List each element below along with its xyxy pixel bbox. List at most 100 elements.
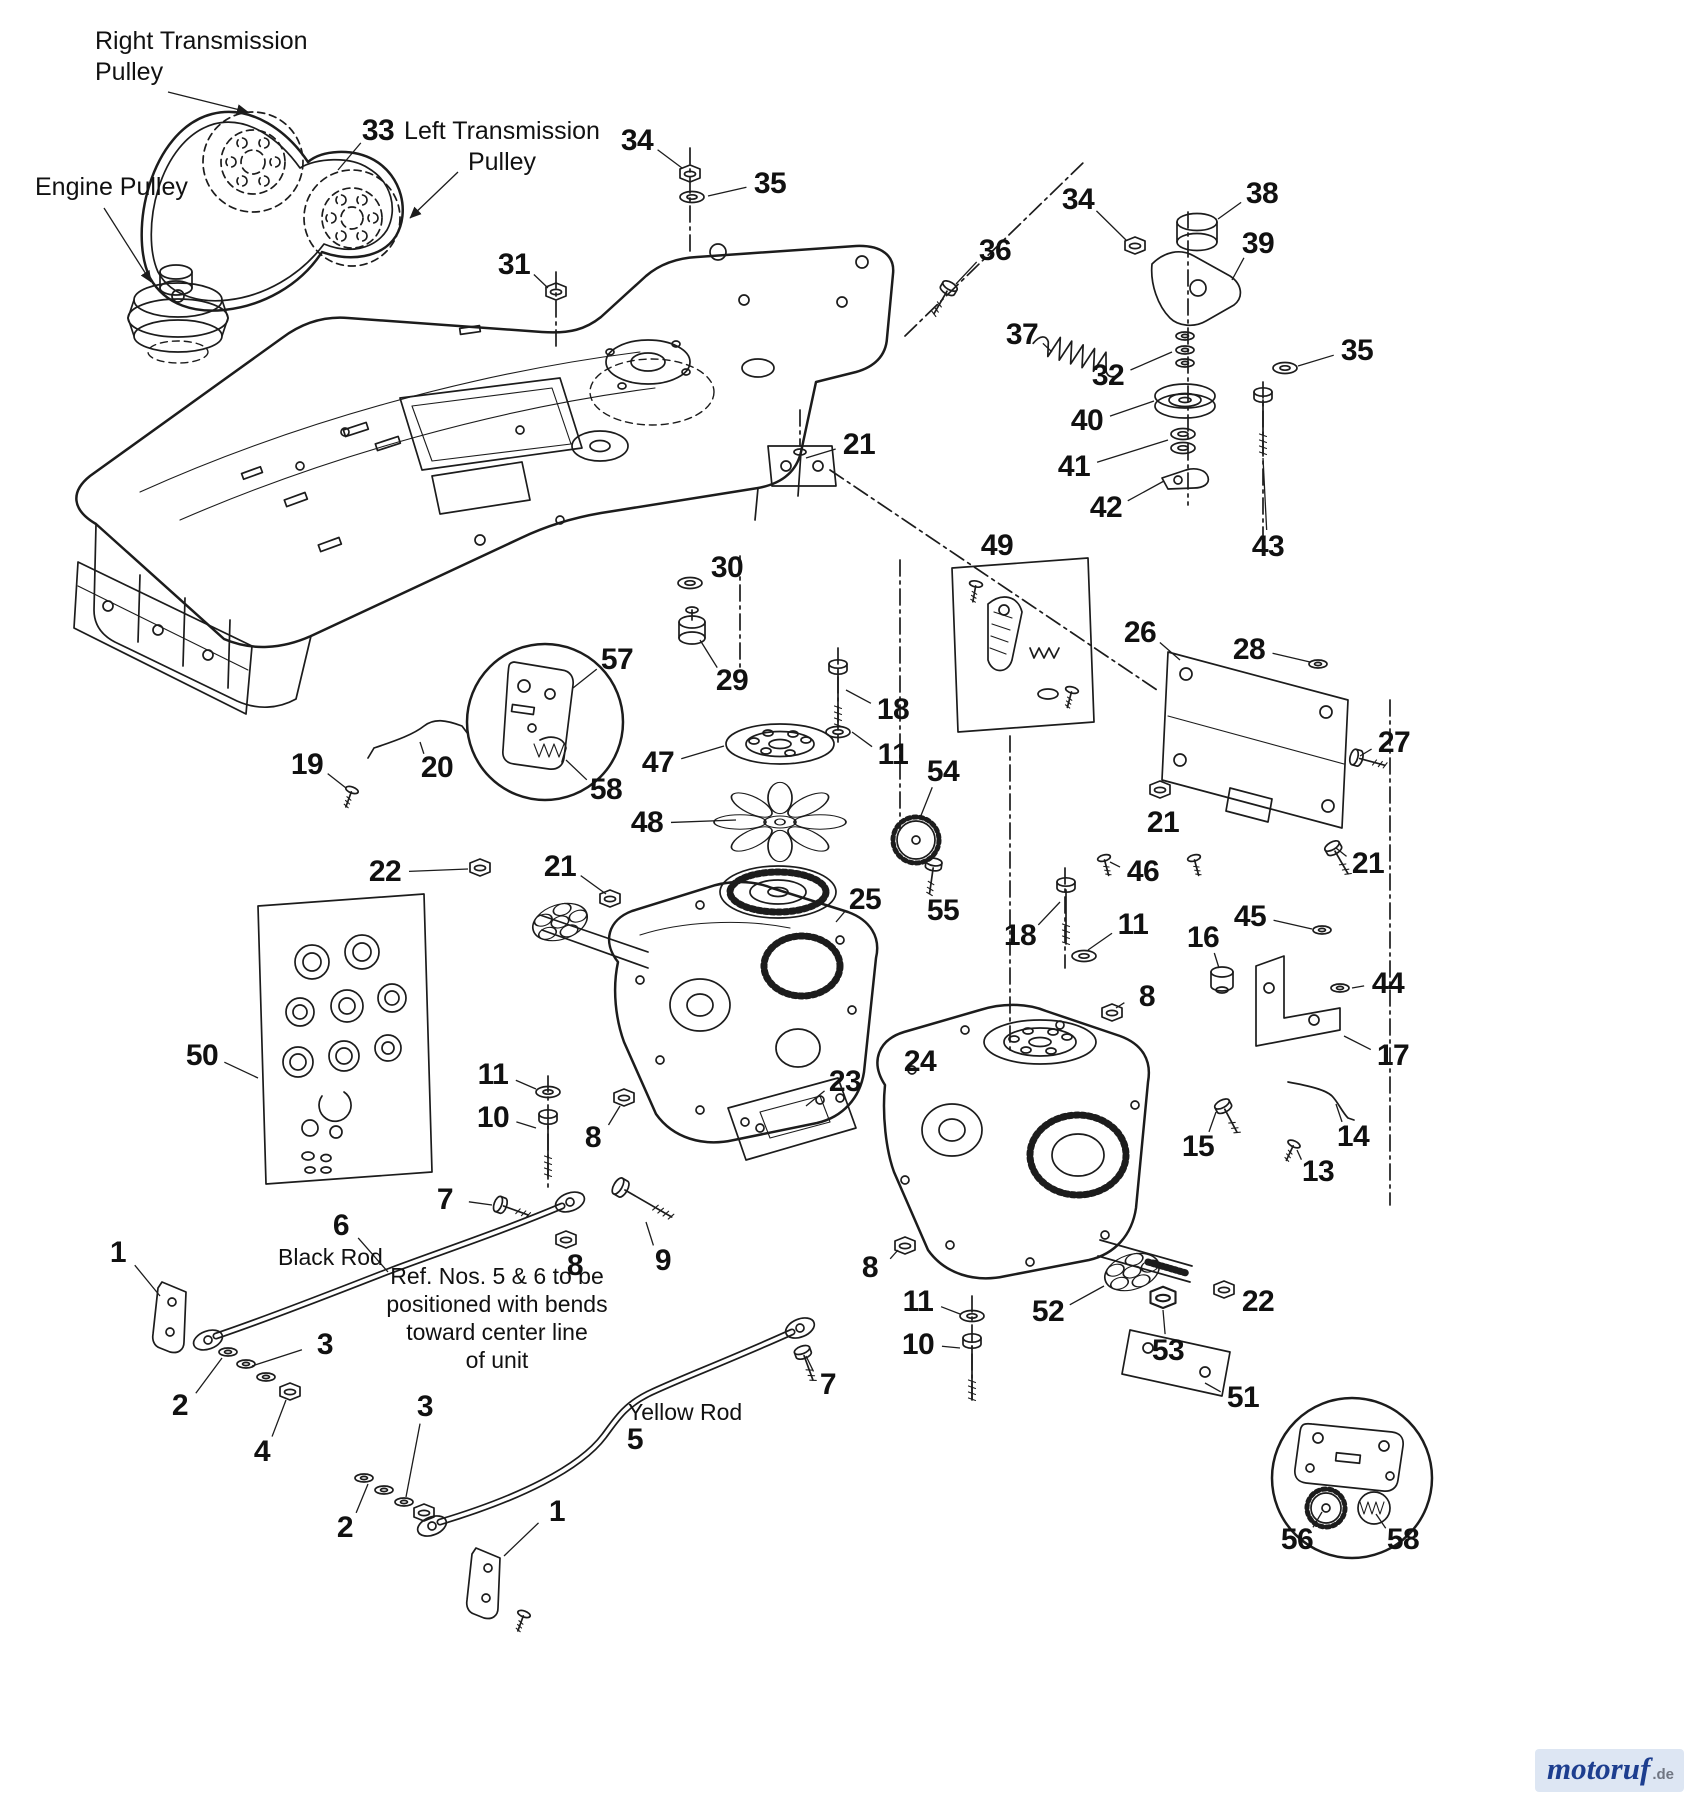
- part-callout-13: 13: [1301, 1155, 1335, 1188]
- control-rods: [151, 1175, 822, 1634]
- part-callout-11: 11: [477, 1058, 509, 1091]
- part-callout-45: 45: [1233, 900, 1267, 933]
- part-callout-26: 26: [1123, 616, 1157, 649]
- bracket-1-bottom: [465, 1547, 501, 1620]
- part-callout-21: 21: [842, 428, 876, 461]
- part-callout-21: 21: [1146, 806, 1180, 839]
- part-callout-57: 57: [600, 643, 634, 676]
- part-callout-8: 8: [1138, 980, 1156, 1013]
- part-callout-10: 10: [476, 1101, 510, 1134]
- part-callout-8: 8: [566, 1249, 584, 1282]
- right-transmission-pulley-label: Right Transmission Pulley: [95, 27, 308, 86]
- part-callout-56: 56: [1280, 1523, 1314, 1556]
- part-callout-3: 3: [416, 1390, 434, 1423]
- part-callout-10: 10: [901, 1328, 935, 1361]
- part-callout-47: 47: [641, 746, 675, 779]
- part-callout-53: 53: [1151, 1334, 1185, 1367]
- mounting-bracket-26: [1149, 651, 1390, 880]
- part-callout-16: 16: [1186, 921, 1220, 954]
- part-callout-4: 4: [253, 1435, 271, 1468]
- part-callout-24: 24: [903, 1045, 937, 1078]
- part-callout-35: 35: [1340, 334, 1374, 367]
- part-callout-9: 9: [654, 1244, 672, 1277]
- bracket-23: [727, 1077, 857, 1161]
- part-callout-14: 14: [1336, 1120, 1370, 1153]
- part-callout-38: 38: [1245, 177, 1279, 210]
- hardware: [338, 576, 1206, 1402]
- seal-kit-50: [257, 893, 433, 1185]
- part-callout-2: 2: [171, 1389, 189, 1422]
- plug-16: [1210, 966, 1234, 994]
- part-callout-34: 34: [1061, 183, 1095, 216]
- part-callout-20: 20: [420, 751, 454, 784]
- part-callout-58: 58: [589, 773, 623, 806]
- right-transmission-pulley-drawing: [202, 111, 304, 213]
- positioning-note: Ref. Nos. 5 & 6 to be positioned with be…: [386, 1263, 608, 1374]
- part-callout-30: 30: [710, 551, 744, 584]
- part-callout-37: 37: [1005, 318, 1039, 351]
- engine-pulley-drawing: [127, 264, 229, 364]
- engine-pulley-label: Engine Pulley: [35, 173, 188, 201]
- detail-circle-56-58: [1270, 1396, 1434, 1560]
- part-callout-7: 7: [819, 1368, 837, 1401]
- part-callout-51: 51: [1226, 1381, 1260, 1414]
- part-callout-48: 48: [630, 806, 664, 839]
- part-callout-54: 54: [926, 755, 960, 788]
- part-callout-49: 49: [980, 529, 1014, 562]
- part-callout-23: 23: [828, 1065, 862, 1098]
- part-callout-40: 40: [1070, 404, 1104, 437]
- part-callout-28: 28: [1232, 633, 1266, 666]
- part-callout-21: 21: [543, 850, 577, 883]
- part-callout-11: 11: [877, 738, 909, 771]
- part-callout-21: 21: [1351, 847, 1385, 880]
- part-callout-7: 7: [436, 1183, 454, 1216]
- part-callout-46: 46: [1126, 855, 1160, 888]
- black-rod-label: Black Rod: [278, 1244, 383, 1270]
- bracket-1-left: [151, 1281, 187, 1354]
- spring-37: [1032, 336, 1121, 378]
- motoruf-logo-text: motoruf: [1546, 1751, 1651, 1786]
- part-callout-1: 1: [548, 1495, 566, 1528]
- part-callout-18: 18: [876, 693, 910, 726]
- part-callout-17: 17: [1376, 1039, 1410, 1072]
- part-callout-18: 18: [1003, 919, 1037, 952]
- part-callout-19: 19: [290, 748, 324, 781]
- left-transmission-pulley-drawing: [303, 169, 401, 267]
- part-callout-11: 11: [1117, 908, 1149, 941]
- part-callout-22: 22: [368, 855, 402, 888]
- part-callout-55: 55: [926, 894, 960, 927]
- part-callout-36: 36: [978, 234, 1012, 267]
- part-callout-27: 27: [1377, 726, 1411, 759]
- part-callout-34: 34: [620, 124, 654, 157]
- rod-14: [1287, 1081, 1355, 1121]
- part-callout-52: 52: [1031, 1295, 1065, 1328]
- motoruf-logo: motoruf.de: [1534, 1749, 1684, 1792]
- bracket-51: [1121, 1329, 1231, 1397]
- part-callout-2: 2: [336, 1511, 354, 1544]
- part-callout-42: 42: [1089, 491, 1123, 524]
- part-callout-25: 25: [848, 883, 882, 916]
- part-callout-5: 5: [626, 1423, 644, 1456]
- yellow-rod-label: Yellow Rod: [628, 1399, 743, 1425]
- part-callout-3: 3: [316, 1328, 334, 1361]
- part-callout-8: 8: [861, 1251, 879, 1284]
- detail-circle-57-58: [465, 642, 625, 802]
- part-callout-29: 29: [715, 664, 749, 697]
- part-callout-31: 31: [497, 248, 531, 281]
- part-callout-8: 8: [584, 1121, 602, 1154]
- deck-bracket-21: [767, 445, 837, 487]
- part-callout-50: 50: [185, 1039, 219, 1072]
- part-callout-41: 41: [1057, 450, 1091, 483]
- part-callout-43: 43: [1251, 530, 1285, 563]
- part-callout-33: 33: [361, 114, 395, 147]
- mower-deck: [73, 243, 895, 759]
- bracket-17-group: [1210, 925, 1355, 1164]
- part-callout-58: 58: [1386, 1523, 1420, 1556]
- left-transmission: [527, 723, 879, 1144]
- part-callout-32: 32: [1091, 359, 1125, 392]
- part-callout-44: 44: [1371, 967, 1405, 1000]
